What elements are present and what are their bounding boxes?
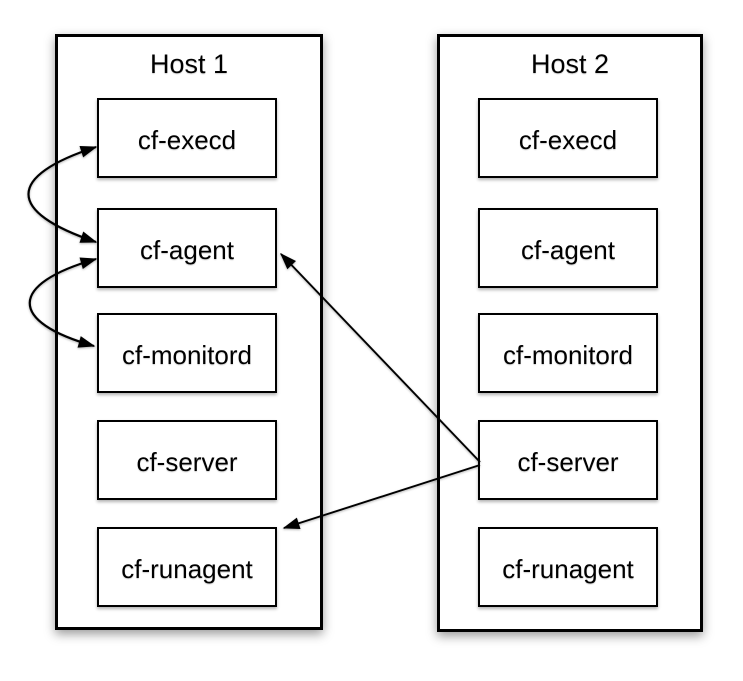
process-label: cf-server <box>517 447 619 477</box>
process-box-host1-cf-server: cf-server <box>97 420 277 500</box>
process-box-host2-cf-runagent: cf-runagent <box>478 527 658 607</box>
process-box-host1-cf-execd: cf-execd <box>97 98 277 178</box>
host-2-panel: Host 2 cf-execd cf-agent cf-monitord cf-… <box>437 34 703 632</box>
process-label: cf-monitord <box>502 340 634 370</box>
process-label: cf-runagent <box>121 554 253 584</box>
host-1-title: Host 1 <box>149 49 229 79</box>
host-2-title: Host 2 <box>530 49 610 79</box>
process-label: cf-execd <box>518 125 618 155</box>
process-box-host2-cf-server: cf-server <box>478 420 658 500</box>
process-label: cf-agent <box>140 235 234 265</box>
process-label: cf-monitord <box>121 340 253 370</box>
process-box-host2-cf-agent: cf-agent <box>478 208 658 288</box>
process-box-host1-cf-agent: cf-agent <box>97 208 277 288</box>
process-label: cf-server <box>136 447 238 477</box>
process-label: cf-execd <box>137 125 237 155</box>
host-1-panel: Host 1 cf-execd cf-agent cf-monitord cf-… <box>55 34 323 630</box>
process-box-host2-cf-execd: cf-execd <box>478 98 658 178</box>
process-label: cf-agent <box>521 235 615 265</box>
process-box-host1-cf-monitord: cf-monitord <box>97 313 277 393</box>
process-box-host2-cf-monitord: cf-monitord <box>478 313 658 393</box>
process-label: cf-runagent <box>502 554 634 584</box>
process-box-host1-cf-runagent: cf-runagent <box>97 527 277 607</box>
